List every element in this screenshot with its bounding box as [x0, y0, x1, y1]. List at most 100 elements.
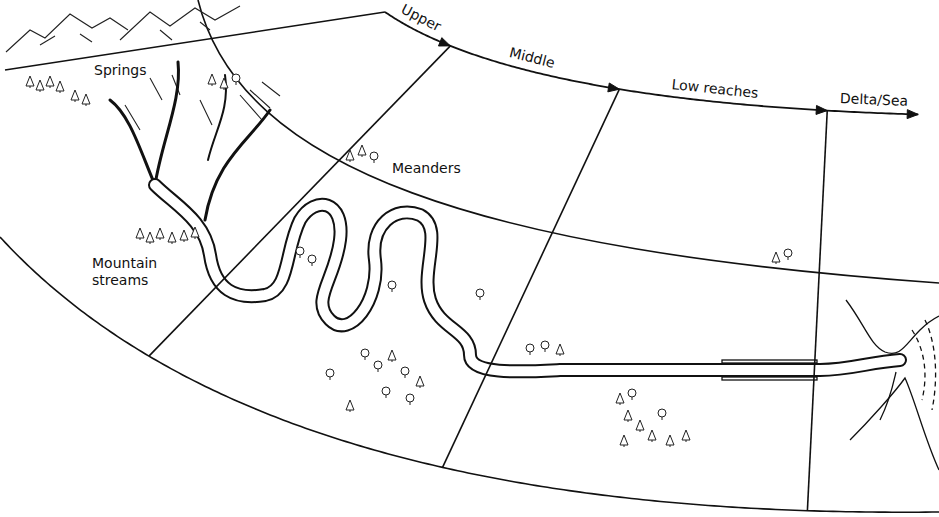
tree	[346, 400, 354, 412]
tree-shape	[526, 344, 534, 355]
tree	[46, 76, 54, 88]
tree-shape	[784, 249, 792, 260]
tree-shape	[346, 400, 354, 412]
tree	[220, 78, 228, 90]
tree-shape	[628, 389, 636, 400]
mountains	[6, 6, 280, 130]
arrow-head	[608, 83, 620, 92]
mountain-hatch	[40, 22, 210, 45]
tree	[208, 74, 216, 86]
tree-shape	[46, 76, 54, 88]
arrow-head	[907, 110, 918, 119]
embankments	[722, 360, 817, 380]
mountain-ridge	[120, 6, 240, 40]
trees	[26, 74, 792, 447]
stage-label: Middle	[507, 44, 556, 72]
tree	[156, 228, 164, 240]
tree-shape	[220, 78, 228, 90]
river-water	[155, 185, 900, 371]
tree-shape	[401, 367, 409, 378]
tree-shape	[388, 281, 396, 292]
sea-mark	[925, 320, 936, 410]
tree-shape	[616, 393, 624, 405]
tree	[658, 409, 666, 420]
arrow-head	[816, 105, 827, 114]
tree	[361, 349, 369, 360]
tree	[382, 387, 390, 398]
stage-label: Upper	[398, 1, 443, 36]
tree	[526, 344, 534, 355]
frame-lines	[5, 0, 939, 283]
main-river	[155, 185, 900, 371]
tree-shape	[556, 344, 564, 356]
tree-shape	[36, 80, 44, 92]
tree	[406, 394, 414, 405]
embankment	[722, 377, 817, 380]
tree-shape	[541, 341, 549, 352]
tree-shape	[476, 289, 484, 300]
tree-shape	[71, 90, 79, 102]
tree-shape	[232, 74, 240, 85]
stage-label: Delta/Sea	[840, 90, 909, 110]
tree-shape	[682, 430, 690, 442]
tree	[370, 152, 378, 163]
tree-shape	[636, 420, 644, 432]
arrow-head	[438, 38, 450, 46]
tree-shape	[346, 150, 354, 162]
tree-shape	[168, 232, 176, 244]
tree	[682, 430, 690, 442]
tree-shape	[296, 247, 304, 258]
stage-divider	[149, 46, 450, 356]
tree	[296, 247, 304, 258]
tree-shape	[308, 255, 316, 266]
mountain-stream	[110, 100, 155, 185]
tree	[556, 344, 564, 356]
coastline	[846, 300, 939, 353]
tree	[168, 232, 176, 244]
tree	[346, 150, 354, 162]
tree	[191, 227, 199, 239]
tree	[326, 369, 334, 380]
tree-shape	[191, 227, 199, 239]
tree	[180, 230, 188, 242]
tree	[388, 281, 396, 292]
tributaries	[110, 62, 270, 220]
tree	[541, 341, 549, 352]
tree-shape	[326, 369, 334, 380]
feature-label: Meanders	[392, 160, 461, 177]
embankment	[722, 360, 817, 363]
tree-shape	[666, 435, 674, 447]
tree	[136, 228, 144, 240]
feature-label: Springs	[94, 62, 146, 79]
tree	[628, 389, 636, 400]
tree	[146, 232, 154, 244]
tree	[26, 76, 34, 88]
tree	[416, 376, 424, 388]
tree-shape	[370, 152, 378, 163]
tree	[374, 361, 382, 372]
tree	[620, 435, 628, 447]
tree-shape	[361, 349, 369, 360]
tree-shape	[146, 232, 154, 244]
inner-arc	[198, 0, 939, 283]
tree	[648, 430, 656, 442]
tree-shape	[406, 394, 414, 405]
tree-shape	[772, 252, 780, 264]
tree-shape	[136, 228, 144, 240]
tree-shape	[382, 387, 390, 398]
tree-shape	[648, 430, 656, 442]
tree-shape	[156, 228, 164, 240]
stage-divider	[807, 111, 827, 511]
tree-shape	[180, 230, 188, 242]
tree	[636, 420, 644, 432]
tree	[388, 350, 396, 362]
tree	[624, 410, 632, 422]
tree-shape	[358, 145, 366, 157]
coastline	[880, 372, 896, 420]
tree-shape	[658, 409, 666, 420]
tree	[232, 74, 240, 85]
tree-shape	[208, 74, 216, 86]
tree-shape	[624, 410, 632, 422]
tree	[71, 90, 79, 102]
